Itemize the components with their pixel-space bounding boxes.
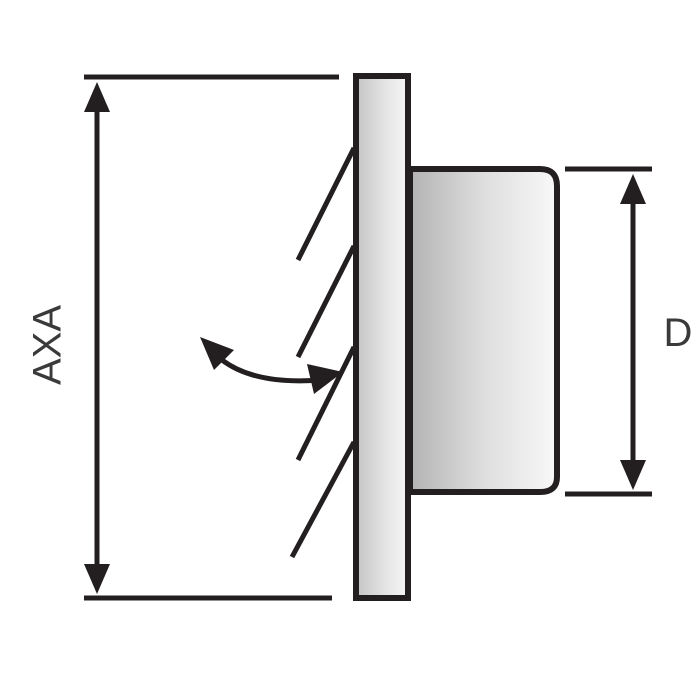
label-d: D xyxy=(664,311,693,355)
louvre-blades xyxy=(289,146,357,559)
flap-rotation-arrow-icon xyxy=(200,337,343,394)
dimension-d xyxy=(565,166,652,497)
arrow-down-icon xyxy=(84,564,110,594)
arrow-up-icon xyxy=(620,174,646,204)
arrow-up-icon xyxy=(84,82,110,112)
dimension-axa xyxy=(84,74,339,601)
label-axa: AXA xyxy=(26,305,70,385)
louvre-blade xyxy=(295,146,357,262)
arrow-down-icon xyxy=(620,460,646,490)
louvre-blade xyxy=(295,244,357,359)
duct-spigot xyxy=(407,166,560,495)
louvre-blade xyxy=(289,440,357,559)
louvre-blade xyxy=(295,345,357,462)
front-plate xyxy=(353,73,411,601)
